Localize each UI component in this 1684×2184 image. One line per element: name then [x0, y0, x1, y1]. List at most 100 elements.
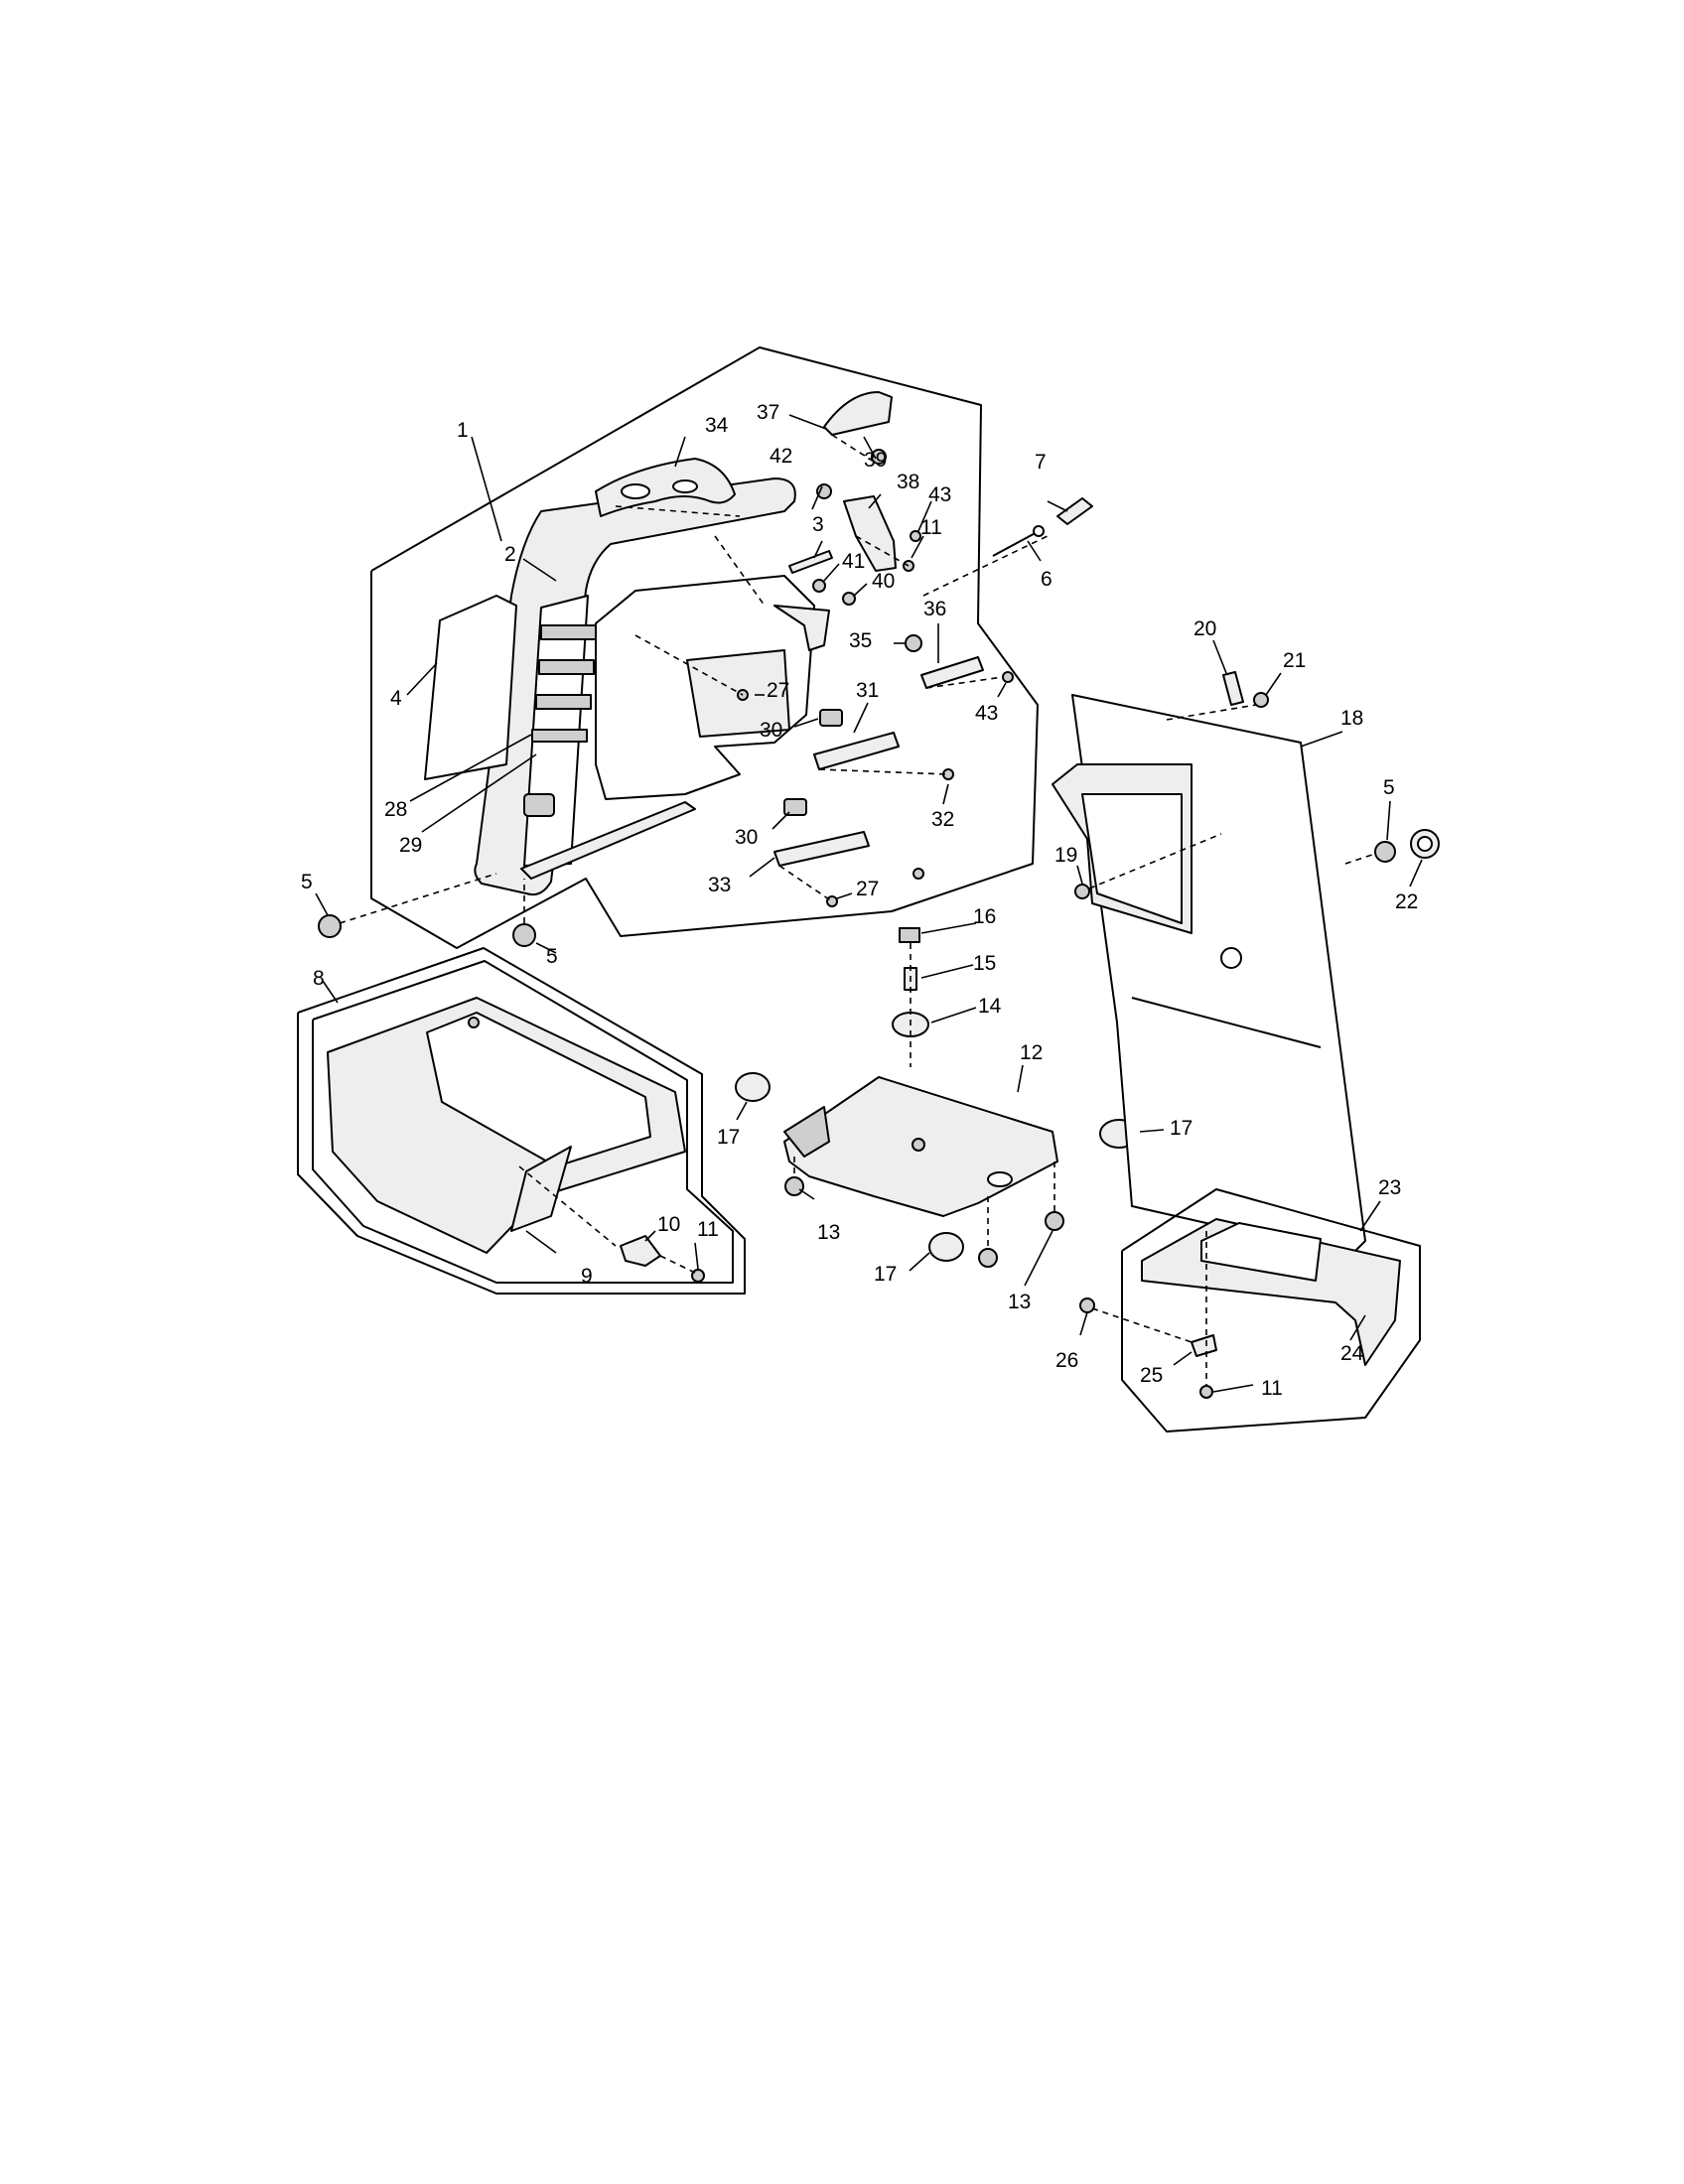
- callout-31: 31: [856, 679, 879, 702]
- base-plate-group: [735, 927, 1139, 1268]
- lever-hole: [672, 479, 698, 493]
- cap-22-center: [1417, 836, 1433, 852]
- leader-20: [1212, 639, 1227, 674]
- callout-21: 21: [1283, 649, 1306, 672]
- leader-5b: [535, 942, 557, 954]
- leader-11b: [694, 1242, 699, 1270]
- leader-5c: [1386, 800, 1391, 841]
- assembly-line: [1344, 853, 1376, 865]
- clip-25: [1191, 1334, 1217, 1357]
- rubber-foot-17: [735, 1072, 771, 1102]
- leader-29: [421, 753, 537, 833]
- callout-5a: 5: [301, 871, 313, 893]
- assembly-line: [778, 865, 833, 902]
- bed-cover-cavity: [426, 1012, 651, 1167]
- leader-38: [868, 493, 882, 509]
- leader-23: [1359, 1200, 1381, 1232]
- leader-11: [911, 535, 924, 559]
- callout-10: 10: [657, 1213, 680, 1236]
- callout-27a: 27: [767, 679, 789, 702]
- assembly-line: [1166, 704, 1257, 721]
- callout-34: 34: [705, 414, 729, 437]
- spring-3: [788, 550, 833, 574]
- callout-36: 36: [923, 598, 946, 620]
- callout-43b: 43: [975, 702, 998, 725]
- foot-13: [1045, 1211, 1064, 1231]
- lever-34: [595, 458, 736, 517]
- leader-17b: [1139, 1129, 1165, 1133]
- bed-cover-end: [510, 1146, 572, 1232]
- cover-slot: [535, 694, 592, 710]
- screw-43: [910, 530, 921, 542]
- callout-1: 1: [457, 419, 469, 442]
- callout-43a: 43: [928, 483, 951, 506]
- slider-36: [920, 656, 984, 689]
- leader-22: [1409, 859, 1423, 887]
- callout-40: 40: [872, 570, 895, 593]
- side-cover-rail: [1131, 997, 1322, 1048]
- bottom-rail: [520, 801, 696, 880]
- plate-33: [773, 831, 870, 867]
- rubber-foot-17: [928, 1232, 964, 1262]
- callout-6: 6: [1041, 568, 1052, 591]
- callout-17c: 17: [874, 1263, 897, 1286]
- leader-7: [1047, 500, 1068, 512]
- callout-8: 8: [313, 967, 325, 990]
- screw-5: [1374, 841, 1396, 863]
- clip-30: [819, 709, 843, 727]
- screw-26: [1079, 1297, 1095, 1313]
- side-cover-hole: [1220, 947, 1242, 969]
- rod-6-loop: [1033, 525, 1045, 537]
- leader-33: [749, 857, 775, 878]
- callout-25: 25: [1140, 1364, 1163, 1387]
- screw-19: [1074, 884, 1090, 899]
- plate-31: [813, 732, 900, 770]
- foot-13: [784, 1176, 804, 1196]
- assembly-line: [634, 634, 744, 696]
- washer-40: [842, 592, 856, 606]
- top-cover-window: [1200, 1222, 1322, 1282]
- group-23-boundary: [1121, 1188, 1421, 1433]
- callout-32: 32: [931, 808, 954, 831]
- assembly-line: [518, 1165, 617, 1247]
- base-plate-bracket: [783, 1106, 830, 1158]
- leader-10: [644, 1230, 656, 1242]
- leader-27b: [836, 892, 853, 899]
- inner-housing-tab: [773, 605, 830, 651]
- latch-10: [620, 1235, 661, 1267]
- base-plate-hole: [987, 1171, 1013, 1187]
- leader-17a: [736, 1101, 748, 1121]
- callout-4: 4: [390, 687, 402, 710]
- leader-41: [823, 563, 840, 582]
- callout-11b: 11: [697, 1218, 719, 1241]
- leader-2: [522, 558, 557, 582]
- callout-16: 16: [973, 905, 996, 928]
- nut-39: [871, 449, 887, 465]
- callout-22: 22: [1395, 890, 1418, 913]
- callout-18: 18: [1340, 707, 1363, 730]
- assembly-line: [925, 676, 1004, 689]
- callout-42: 42: [770, 445, 792, 468]
- clip-30: [783, 798, 807, 816]
- leader-14: [930, 1007, 977, 1024]
- group-8-inner-boundary: [312, 960, 734, 1284]
- washer-27: [826, 895, 838, 907]
- leader-3: [813, 540, 823, 559]
- assembly-line: [922, 535, 1049, 597]
- callout-37: 37: [757, 401, 779, 424]
- screw-7: [1056, 497, 1093, 525]
- callout-24: 24: [1340, 1342, 1364, 1365]
- side-cover-channel-face: [1081, 793, 1183, 924]
- cover-slot: [538, 659, 595, 675]
- callout-9: 9: [581, 1265, 593, 1288]
- leader-26: [1079, 1311, 1088, 1336]
- callout-30a: 30: [760, 719, 782, 742]
- leader-18: [1300, 731, 1343, 748]
- leader-28: [409, 734, 532, 802]
- screw-20: [1222, 671, 1244, 706]
- callout-5b: 5: [546, 945, 558, 968]
- collar-35: [905, 634, 922, 652]
- callout-30b: 30: [735, 826, 758, 849]
- callout-5c: 5: [1383, 776, 1395, 799]
